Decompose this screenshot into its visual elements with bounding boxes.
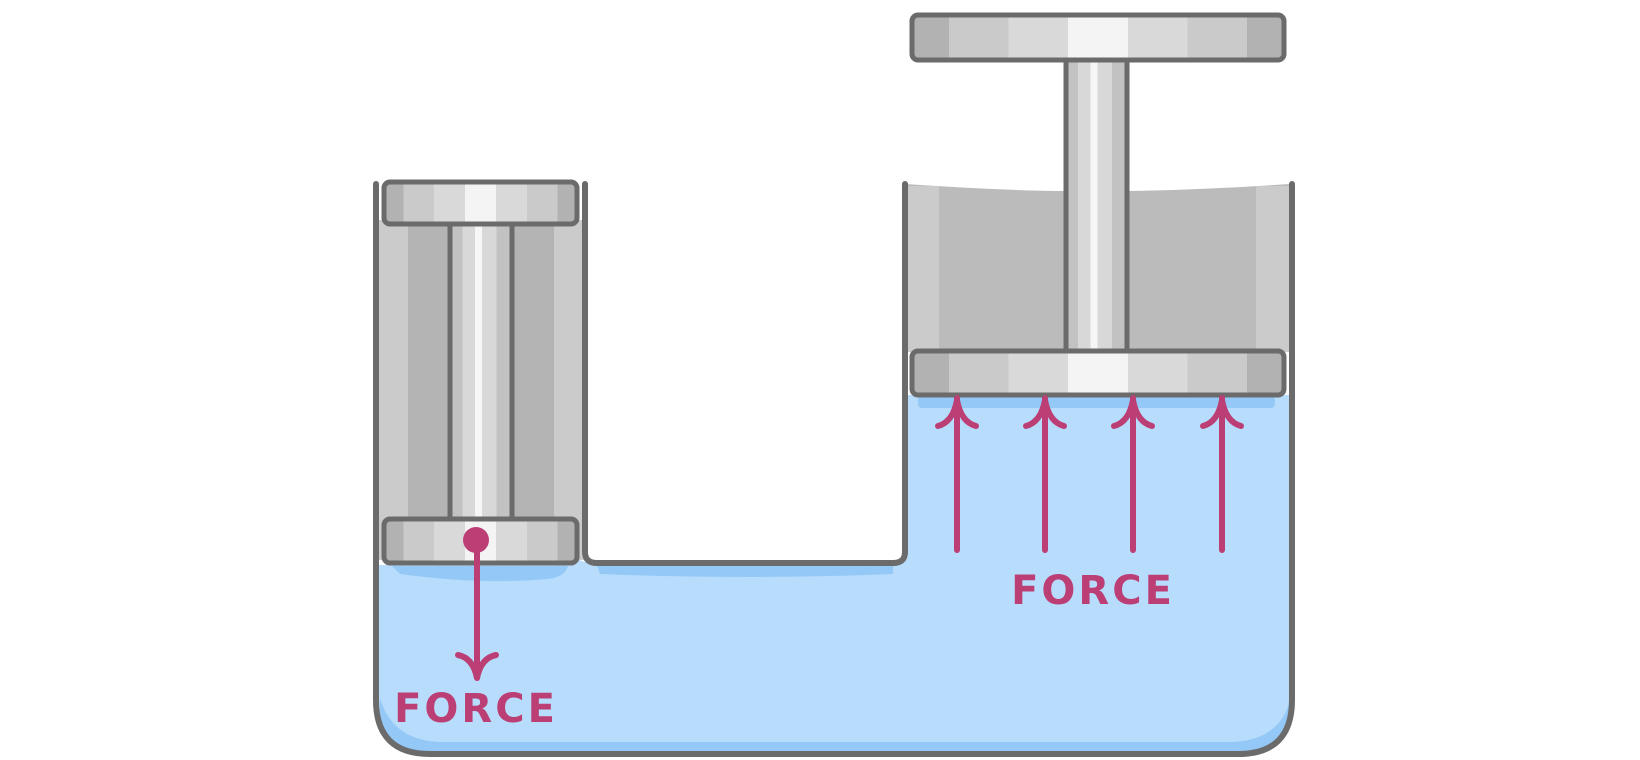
small-cylinder-shade-left bbox=[378, 220, 408, 560]
large-piston-rod bbox=[1063, 57, 1130, 355]
small-cylinder bbox=[378, 179, 584, 566]
fluid-surface-shade-middle bbox=[596, 563, 893, 577]
upward-force-arrow-3 bbox=[1111, 395, 1155, 553]
small-piston-force-label: FORCE bbox=[394, 686, 558, 732]
small-piston-top-plate bbox=[381, 179, 580, 227]
large-cylinder-shade-left bbox=[905, 186, 939, 352]
large-piston-force-arrows bbox=[935, 395, 1244, 553]
upward-force-arrow-1 bbox=[935, 395, 979, 553]
small-piston-force-arrow bbox=[455, 527, 499, 681]
small-piston-rod bbox=[447, 219, 515, 525]
arrowhead-down-icon bbox=[455, 652, 499, 681]
arrowhead-up-icon bbox=[1111, 397, 1155, 429]
connecting-channel-outline bbox=[582, 181, 908, 566]
small-cylinder-shade-inner-right bbox=[512, 220, 554, 560]
large-piston-head bbox=[909, 348, 1287, 398]
arrowhead-up-icon bbox=[1023, 397, 1067, 429]
fluid-bottom-shade bbox=[380, 698, 1290, 752]
fluid-surface-shade-large bbox=[918, 396, 1275, 408]
large-piston-top-plate bbox=[909, 12, 1287, 63]
container-outline bbox=[373, 181, 1295, 757]
arrowhead-up-icon bbox=[935, 397, 979, 429]
large-piston-force-label: FORCE bbox=[1011, 568, 1175, 614]
upward-force-arrow-2 bbox=[1023, 395, 1067, 553]
large-cylinder bbox=[905, 12, 1290, 398]
small-cylinder-shade-right bbox=[554, 220, 584, 560]
arrowhead-up-icon bbox=[1200, 397, 1244, 429]
upward-force-arrow-4 bbox=[1200, 395, 1244, 553]
small-cylinder-shade-inner-left bbox=[408, 220, 450, 560]
large-cylinder-shade-right bbox=[1256, 186, 1290, 352]
